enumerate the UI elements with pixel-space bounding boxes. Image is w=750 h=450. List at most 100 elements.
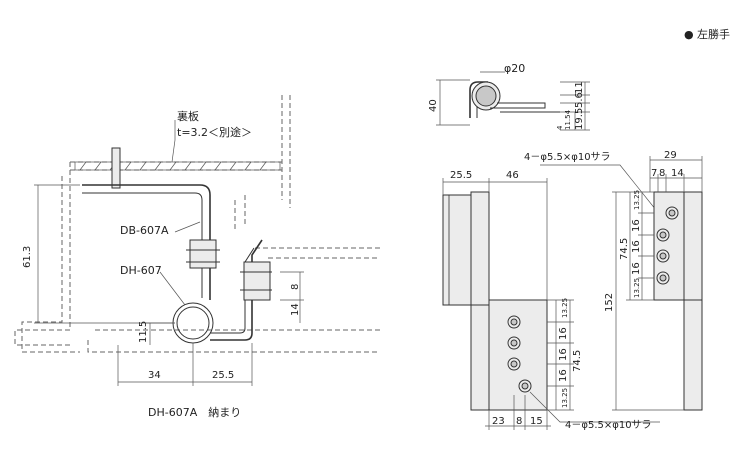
leader-screw-bottom xyxy=(529,391,660,423)
dim-74-5-upper: 74.5 xyxy=(619,238,630,260)
side-screw-4-outer xyxy=(656,271,670,285)
door-leaf xyxy=(210,239,263,341)
dim-16-b: 16 xyxy=(558,348,569,361)
frame-leaf xyxy=(82,184,211,300)
back-plate xyxy=(74,161,281,171)
part-b-label: DH-607 xyxy=(120,264,162,277)
dim-61-3-lines xyxy=(34,184,175,324)
screw-3-outer xyxy=(507,357,521,371)
dim-23: 23 xyxy=(492,416,505,427)
dim-16-side-a: 16 xyxy=(631,219,642,232)
dim-40: 40 xyxy=(428,99,439,112)
dim-152: 152 xyxy=(604,293,615,312)
bottom-frame-dashed-2 xyxy=(87,340,380,353)
dim-11-5-lines xyxy=(146,322,175,345)
knuckle-barrel xyxy=(470,191,490,411)
leader-dh607 xyxy=(159,271,186,306)
knuckle-outer xyxy=(172,302,214,344)
leader-screw-top xyxy=(540,164,661,216)
top-knuckle-pin xyxy=(475,85,497,107)
side-screw-4 xyxy=(659,274,667,282)
dim-8: 8 xyxy=(290,284,301,290)
back-plate-label: 裏板 xyxy=(177,109,199,123)
dim-29: 29 xyxy=(664,150,677,161)
knuckle-inner xyxy=(176,306,210,340)
dim-19-5: 19.5 xyxy=(574,108,585,130)
dim-14: 14 xyxy=(671,168,684,179)
side-screw-3 xyxy=(659,252,667,260)
left-frame-dashed xyxy=(14,162,71,346)
side-view: 29 7 8 14 152 74.5 13.25 16 16 16 13.25 xyxy=(604,150,703,411)
dim-door-right-lines xyxy=(547,299,574,411)
screw-3 xyxy=(510,360,518,368)
dim-bottom-lines xyxy=(485,395,551,430)
dim-width-lines xyxy=(117,343,253,386)
dim-16-c: 16 xyxy=(558,369,569,382)
dim-top-lines xyxy=(442,178,548,300)
leaf-block xyxy=(189,239,217,269)
top-view: φ20 40 11 5.6 19.5 4 11.54 xyxy=(428,62,590,131)
dim-46-front: 46 xyxy=(506,170,519,181)
left-frame-dashed-2 xyxy=(21,176,80,353)
inner-frame-dashed xyxy=(234,195,246,230)
dim-right-lines xyxy=(560,81,590,131)
frame-leaf-inner xyxy=(82,192,203,298)
dim-74-5-lower: 74.5 xyxy=(572,350,583,372)
dim-13-25-side-b: 13.25 xyxy=(633,278,641,298)
frame-leaf-front xyxy=(442,194,472,306)
dim-13-25-side-a: 13.25 xyxy=(633,190,641,210)
dim-13-25-a: 13.25 xyxy=(561,298,569,318)
section-view: 裏板 t=3.2＜別途＞ DB-607A DH-607 61.3 8 14 11… xyxy=(14,95,380,419)
part-a-label: DB-607A xyxy=(120,224,169,237)
dim-15: 15 xyxy=(530,416,543,427)
side-screw-2-outer xyxy=(656,228,670,242)
side-screw-2 xyxy=(659,231,667,239)
section-caption: DH-607A 納まり xyxy=(148,406,241,419)
screw-2 xyxy=(510,339,518,347)
dim-40-lines xyxy=(436,79,470,126)
dim-7: 7 xyxy=(651,168,657,179)
side-knuckle xyxy=(683,191,703,411)
screw-1 xyxy=(510,318,518,326)
side-screw-1 xyxy=(668,209,676,217)
side-screw-3-outer xyxy=(656,249,670,263)
front-view: 25.5 46 13.25 16 16 16 13.25 74.5 23 8 1… xyxy=(442,151,661,431)
dim-14: 14 xyxy=(290,303,301,316)
dim-8-14-lines xyxy=(280,271,304,323)
door-block xyxy=(243,261,271,301)
top-bolt xyxy=(111,147,121,189)
side-top-dim-lines xyxy=(649,156,703,192)
dim-16-a: 16 xyxy=(558,327,569,340)
dim-25-5-front: 25.5 xyxy=(450,170,472,181)
screw-2-outer xyxy=(507,336,521,350)
dim-11: 11 xyxy=(574,81,585,94)
bullet-mark: ● xyxy=(684,28,694,41)
dim-8-bottom: 8 xyxy=(516,416,522,427)
back-plate-note: t=3.2＜別途＞ xyxy=(177,125,252,139)
dim-13-25-b: 13.25 xyxy=(561,388,569,408)
dim-25-5: 25.5 xyxy=(212,370,234,381)
dim-5-6: 5.6 xyxy=(574,92,585,108)
side-screw-1-outer xyxy=(665,206,679,220)
leader-back-plate xyxy=(171,120,176,163)
dim-16-side-b: 16 xyxy=(631,240,642,253)
dim-11-5: 11.5 xyxy=(138,321,149,343)
dim-11-54: 11.54 xyxy=(564,109,572,130)
dim-4: 4 xyxy=(556,125,564,130)
door-ribs xyxy=(240,271,272,291)
dim-phi20: φ20 xyxy=(504,62,525,75)
back-plate-hatch xyxy=(79,161,267,171)
top-door-leaf xyxy=(490,102,560,113)
dim-61-3: 61.3 xyxy=(22,246,33,268)
screw-1-outer xyxy=(507,315,521,329)
dim-34: 34 xyxy=(148,370,161,381)
side-left-dim-lines xyxy=(612,191,684,411)
dim-16-side-c: 16 xyxy=(631,262,642,275)
leaf-ribs xyxy=(186,249,220,263)
screw-callout-bottom: 4－φ5.5×φ10サラ xyxy=(565,419,652,431)
screw-4-outer xyxy=(518,379,532,393)
hand-label: 左勝手 xyxy=(697,27,730,41)
leader-db607a xyxy=(174,221,201,233)
top-leaf-outer xyxy=(469,81,488,118)
